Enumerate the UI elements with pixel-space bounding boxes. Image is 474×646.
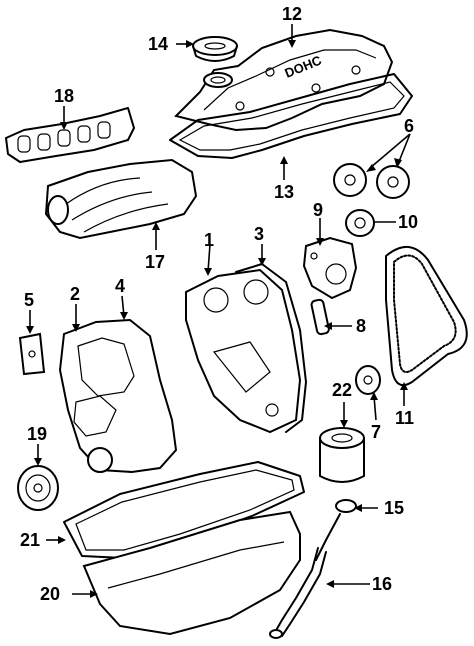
callout-9: 9 xyxy=(313,200,323,220)
rear-timing-cover xyxy=(185,268,302,434)
oil-pan xyxy=(82,510,301,636)
callout-3: 3 xyxy=(254,224,264,244)
callout-5: 5 xyxy=(24,290,34,310)
valve-cover: DOHC xyxy=(174,28,394,132)
callout-8: 8 xyxy=(356,316,366,336)
callout-18: 18 xyxy=(54,86,74,106)
callout-2: 2 xyxy=(70,284,80,304)
belt-tensioner xyxy=(302,236,358,300)
callout-11: 11 xyxy=(395,408,414,428)
callout-4: 4 xyxy=(115,276,125,296)
manifold-gasket xyxy=(5,107,135,163)
callout-16: 16 xyxy=(372,574,392,594)
crankshaft-sprocket xyxy=(355,365,381,395)
crankshaft-pulley xyxy=(17,465,59,511)
oil-filter xyxy=(319,427,365,483)
oil-dipstick xyxy=(315,499,357,561)
idler-pulley xyxy=(345,209,375,237)
callout-1: 1 xyxy=(204,230,214,250)
front-timing-cover xyxy=(58,318,178,474)
callout-21: 21 xyxy=(20,530,40,550)
callout-13: 13 xyxy=(274,182,294,202)
callout-10: 10 xyxy=(398,212,418,232)
leader-lines xyxy=(26,24,411,598)
callout-labels: 1 2 3 4 5 6 7 8 9 10 11 12 13 14 15 16 1… xyxy=(20,4,418,604)
callout-17: 17 xyxy=(145,252,165,272)
callout-12: 12 xyxy=(282,4,302,24)
callout-20: 20 xyxy=(40,584,60,604)
bracket-plate xyxy=(18,332,46,376)
callout-7: 7 xyxy=(371,422,381,442)
callout-14: 14 xyxy=(148,34,168,54)
dipstick-tube xyxy=(269,547,327,639)
camshaft-sprockets xyxy=(333,163,410,199)
oil-pan-gasket xyxy=(63,461,305,559)
callout-15: 15 xyxy=(384,498,404,518)
tensioner-spring xyxy=(310,298,330,336)
oil-filler-cap xyxy=(192,36,238,62)
intake-manifold xyxy=(44,158,198,240)
callout-22: 22 xyxy=(332,380,352,400)
callout-19: 19 xyxy=(27,424,47,444)
timing-belt xyxy=(385,246,468,386)
valve-cover-gasket xyxy=(169,73,413,159)
callout-6: 6 xyxy=(404,116,414,136)
